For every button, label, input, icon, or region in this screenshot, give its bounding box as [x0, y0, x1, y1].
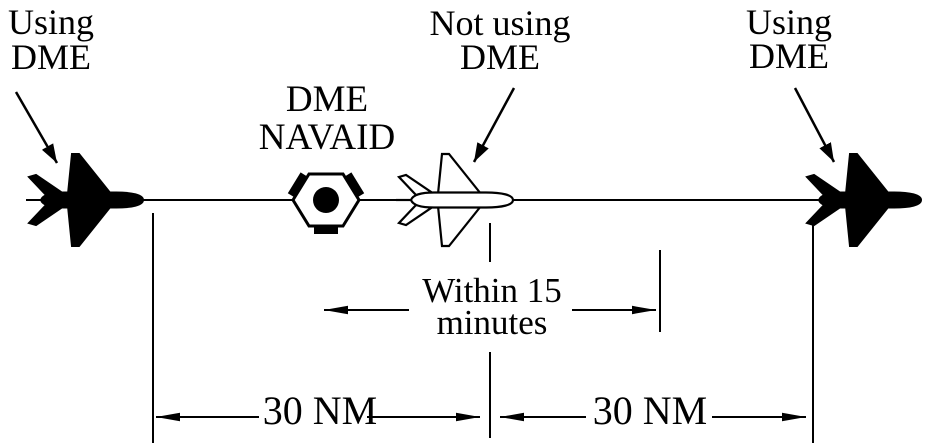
right-aircraft-label-line1: Using [745, 2, 833, 42]
right-aircraft-label: Using DME [745, 2, 833, 76]
vortac-hexagon-icon [287, 172, 365, 234]
center-aircraft-label-line1: Not using [429, 3, 571, 43]
black-airplane-icon [803, 153, 922, 247]
right-distance-label: 30 NM [592, 388, 708, 433]
black-airplane-icon [25, 153, 144, 247]
navaid-label-line2: NAVAID [258, 117, 396, 158]
right-label-arrow [793, 87, 836, 163]
left-aircraft-label-line1: Using [7, 2, 95, 42]
right-aircraft-label-line2: DME [748, 36, 829, 76]
time-window-label: Within 15 minutes [422, 271, 562, 342]
left-label-arrow [14, 91, 59, 164]
time-window-label-line2: minutes [436, 303, 548, 342]
center-aircraft-label: Not using DME [429, 3, 571, 77]
left-distance-label: 30 NM [262, 388, 378, 433]
navaid-label-line1: DME [285, 79, 369, 120]
center-aircraft-label-line2: DME [459, 37, 540, 77]
center-label-arrow [472, 87, 516, 163]
time-window-label-line1: Within 15 [422, 271, 562, 310]
left-aircraft-label-line2: DME [10, 37, 91, 77]
left-aircraft-label: Using DME [7, 2, 95, 77]
white-airplane-icon [394, 152, 515, 248]
navaid-label: DME NAVAID [259, 81, 395, 157]
